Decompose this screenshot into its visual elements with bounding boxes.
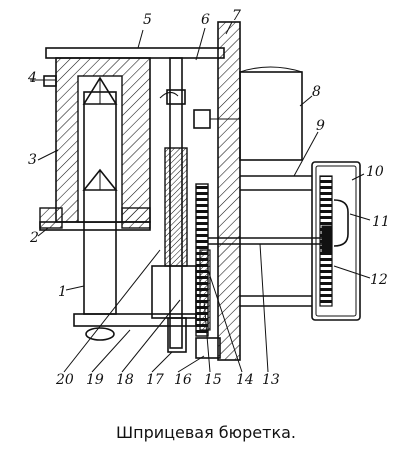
label-12: 12 — [370, 272, 388, 288]
label-4: 4 — [27, 70, 37, 86]
bottom-bracket — [167, 317, 221, 359]
label-14: 14 — [236, 372, 254, 388]
label-11: 11 — [372, 214, 390, 230]
clamp-bracket — [39, 207, 151, 231]
motor-housing — [193, 66, 303, 161]
label-6: 6 — [201, 12, 210, 28]
label-3: 3 — [28, 152, 37, 168]
label-15: 15 — [204, 372, 222, 388]
label-1: 1 — [58, 284, 67, 300]
label-5: 5 — [143, 12, 152, 28]
label-20: 20 — [55, 372, 74, 388]
carriage-block — [151, 265, 197, 319]
label-8: 8 — [312, 84, 321, 100]
label-17: 17 — [146, 372, 164, 388]
label-9: 9 — [316, 118, 325, 134]
gear-stack — [195, 183, 211, 337]
label-18: 18 — [116, 372, 134, 388]
vertical-plate — [217, 21, 241, 361]
lead-screw — [159, 57, 188, 349]
label-2: 2 — [29, 230, 39, 246]
figure-caption: Шприцевая бюретка. — [116, 423, 296, 442]
drive-shaft — [208, 175, 324, 307]
label-13: 13 — [262, 372, 280, 388]
leader-lines — [37, 21, 371, 373]
counter-box — [311, 161, 361, 321]
label-19: 19 — [86, 372, 104, 388]
label-7: 7 — [232, 8, 241, 24]
label-10: 10 — [366, 164, 384, 180]
label-16: 16 — [174, 372, 192, 388]
